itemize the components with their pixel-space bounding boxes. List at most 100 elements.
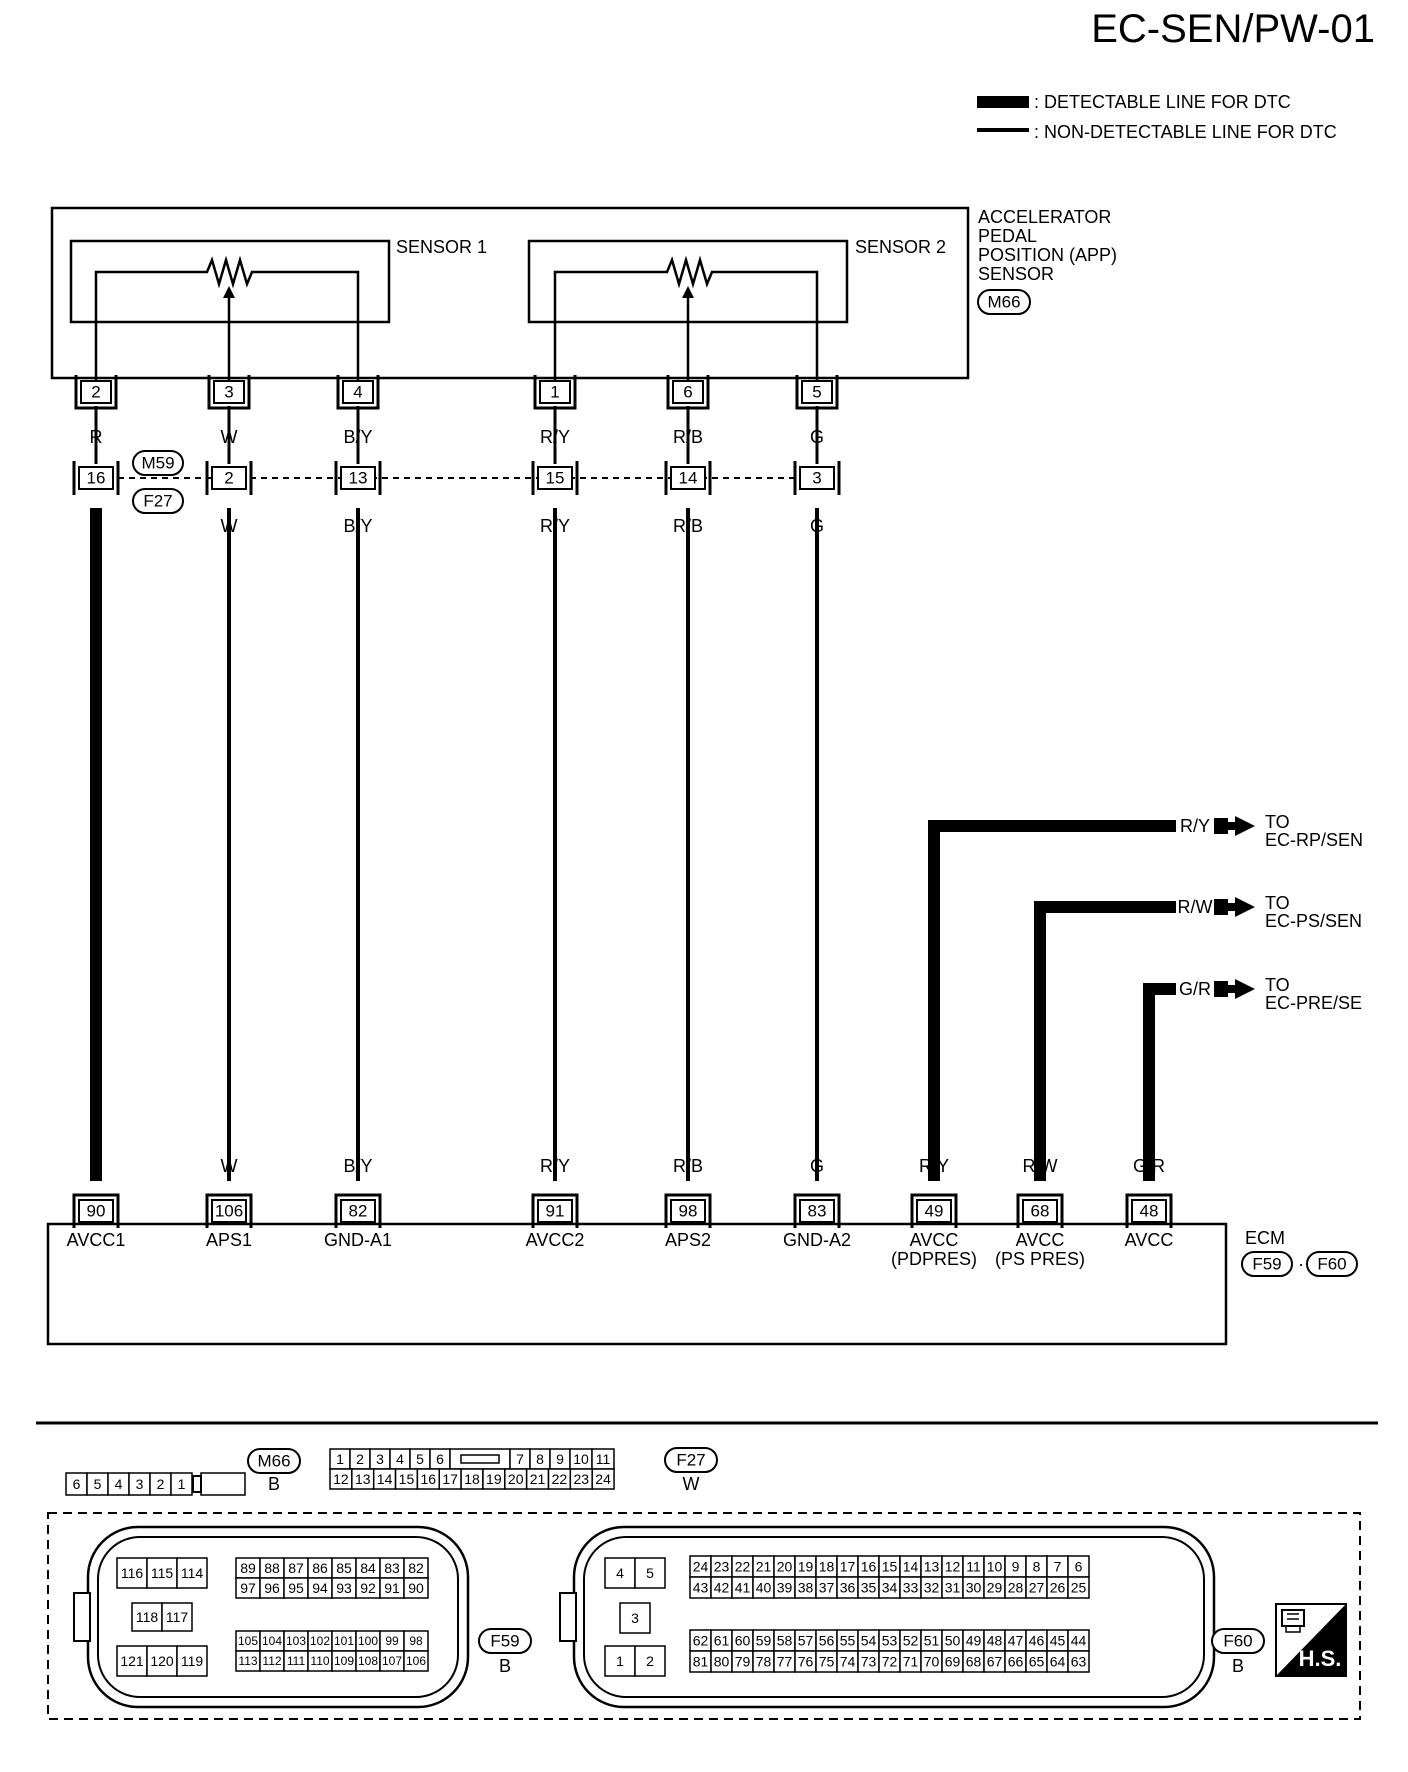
circuit-4-wire-color-mid: R/Y (540, 516, 570, 536)
f27-pin: 6 (436, 1451, 444, 1467)
f60-pin: 33 (903, 1580, 919, 1596)
f60-pin: 77 (777, 1654, 793, 1670)
f60-housing-latch (559, 1592, 577, 1642)
m66-pin: 4 (115, 1476, 123, 1492)
circuit-6-ecm-terminal-label: GND-A2 (783, 1230, 851, 1250)
f60-pin: 68 (966, 1654, 982, 1670)
circuit-2-ecm-pin-number: 106 (215, 1202, 243, 1221)
f59-pin: 83 (384, 1560, 400, 1576)
f27-pin: 9 (556, 1451, 564, 1467)
f59-pin: 105 (238, 1634, 258, 1648)
f27-pin: 3 (376, 1451, 384, 1467)
f60-cell (1067, 1576, 1090, 1599)
f60-pin: 22 (735, 1559, 751, 1575)
f60-pin: 50 (945, 1633, 961, 1649)
app-sensor-housing (50, 206, 970, 380)
f60-pin: 20 (777, 1559, 793, 1575)
circuit-2-joint-pin: 2 (205, 461, 253, 495)
f59-pin: 112 (262, 1654, 281, 1668)
f59-pin: 99 (385, 1634, 399, 1648)
f60-pin: 56 (819, 1633, 835, 1649)
branch-1-ecm-pin: 49 (910, 1193, 958, 1228)
f59-pin: 119 (181, 1653, 204, 1669)
f27-pin: 7 (516, 1451, 524, 1467)
f59-housing-latch (73, 1592, 91, 1642)
circuit-1-ecm-pin: 90 (72, 1193, 120, 1228)
f27-connector-id: F27 (676, 1451, 705, 1470)
ecm-box (46, 1222, 1228, 1346)
f59-pin: 120 (150, 1653, 174, 1669)
hs-badge-text: H.S. (1299, 1646, 1342, 1671)
f60-pin: 5 (646, 1565, 654, 1581)
f59-pin: 118 (136, 1609, 159, 1625)
f59-pin: 92 (360, 1580, 376, 1596)
f60-pin: 52 (903, 1633, 919, 1649)
f60-pin: 30 (966, 1580, 982, 1596)
f27-pin: 16 (421, 1471, 437, 1487)
f59-cell (403, 1577, 429, 1599)
f59-pin: 84 (360, 1560, 376, 1576)
f60-pin: 15 (882, 1559, 898, 1575)
f60-pin: 70 (924, 1654, 940, 1670)
branch-2-ecm-pin-number: 68 (1031, 1202, 1050, 1221)
circuit-5-joint-pin: 14 (664, 461, 712, 495)
circuit-2-wire-color-lower: W (221, 1156, 238, 1176)
branch-1-label-bg (1176, 814, 1214, 838)
f59-cell (131, 1602, 163, 1632)
circuit-4-wire-color-upper: R/Y (540, 427, 570, 447)
f60-pin: 65 (1029, 1654, 1045, 1670)
circuit-3-sensor-pin-number: 4 (353, 383, 362, 402)
f60-pin: 24 (693, 1559, 709, 1575)
circuit-1-sensor-pin-number: 2 (91, 383, 100, 402)
m66-latch (192, 1475, 202, 1493)
f60-pin: 47 (1008, 1633, 1024, 1649)
branch-2-destination-line-2: EC-PS/SEN (1265, 911, 1362, 931)
f27-pin: 2 (356, 1451, 364, 1467)
branch-3-ecm-terminal-label: AVCC (1125, 1230, 1174, 1250)
f59-pin: 94 (312, 1580, 328, 1596)
f60-cell (1067, 1650, 1090, 1673)
sensor-1-label: SENSOR 1 (396, 237, 487, 257)
f27-pin: 12 (333, 1471, 349, 1487)
f60-pin: 35 (861, 1580, 877, 1596)
f60-pin: 44 (1071, 1633, 1087, 1649)
f59-pin: 102 (310, 1634, 330, 1648)
f60-housing-inner (583, 1536, 1205, 1698)
f59-pin: 117 (166, 1609, 189, 1625)
sensor-1-resistor (94, 255, 360, 392)
joint-connector-top-id: M59 (141, 454, 174, 473)
f60-pin: 54 (861, 1633, 877, 1649)
m66-pin: 6 (73, 1476, 81, 1492)
sensor-2-wiper-arrow (682, 286, 694, 298)
f60-cell (634, 1557, 666, 1589)
f60-cell (604, 1645, 636, 1677)
sensor-name-line-3: POSITION (APP) (978, 245, 1117, 265)
f60-pin: 45 (1050, 1633, 1066, 1649)
m66-color: B (268, 1474, 280, 1494)
f59-pin: 101 (334, 1634, 354, 1648)
branch-1-ecm-terminal-sublabel: (PDPRES) (891, 1249, 977, 1269)
f59-pin: 85 (336, 1560, 352, 1576)
joint-connector-bottom-id: F27 (143, 492, 172, 511)
f27-key (460, 1454, 500, 1464)
f59-pin: 86 (312, 1560, 328, 1576)
f59-cell (403, 1650, 429, 1672)
circuit-6-joint-pin: 3 (793, 461, 841, 495)
f27-pin: 19 (486, 1471, 502, 1487)
circuit-3-joint-pin-number: 13 (349, 469, 368, 488)
circuit-4-ecm-pin-number: 91 (546, 1202, 565, 1221)
branch-2-wire-color-lower: R/W (1023, 1156, 1058, 1176)
branch-3-destination-line-2: EC-PRE/SE (1265, 993, 1362, 1013)
ecm-connector-2-oval (1306, 1251, 1358, 1277)
f60-cell (634, 1645, 666, 1677)
branch-3-ecm-pin: 48 (1125, 1193, 1173, 1228)
circuit-1-wire-color-lower: R (90, 1156, 103, 1176)
f27-pin: 8 (536, 1451, 544, 1467)
circuit-5-sensor-pin-number: 6 (683, 383, 692, 402)
legend-thick-line (977, 96, 1029, 108)
f27-pin: 22 (552, 1471, 568, 1487)
f60-pin: 64 (1050, 1654, 1066, 1670)
